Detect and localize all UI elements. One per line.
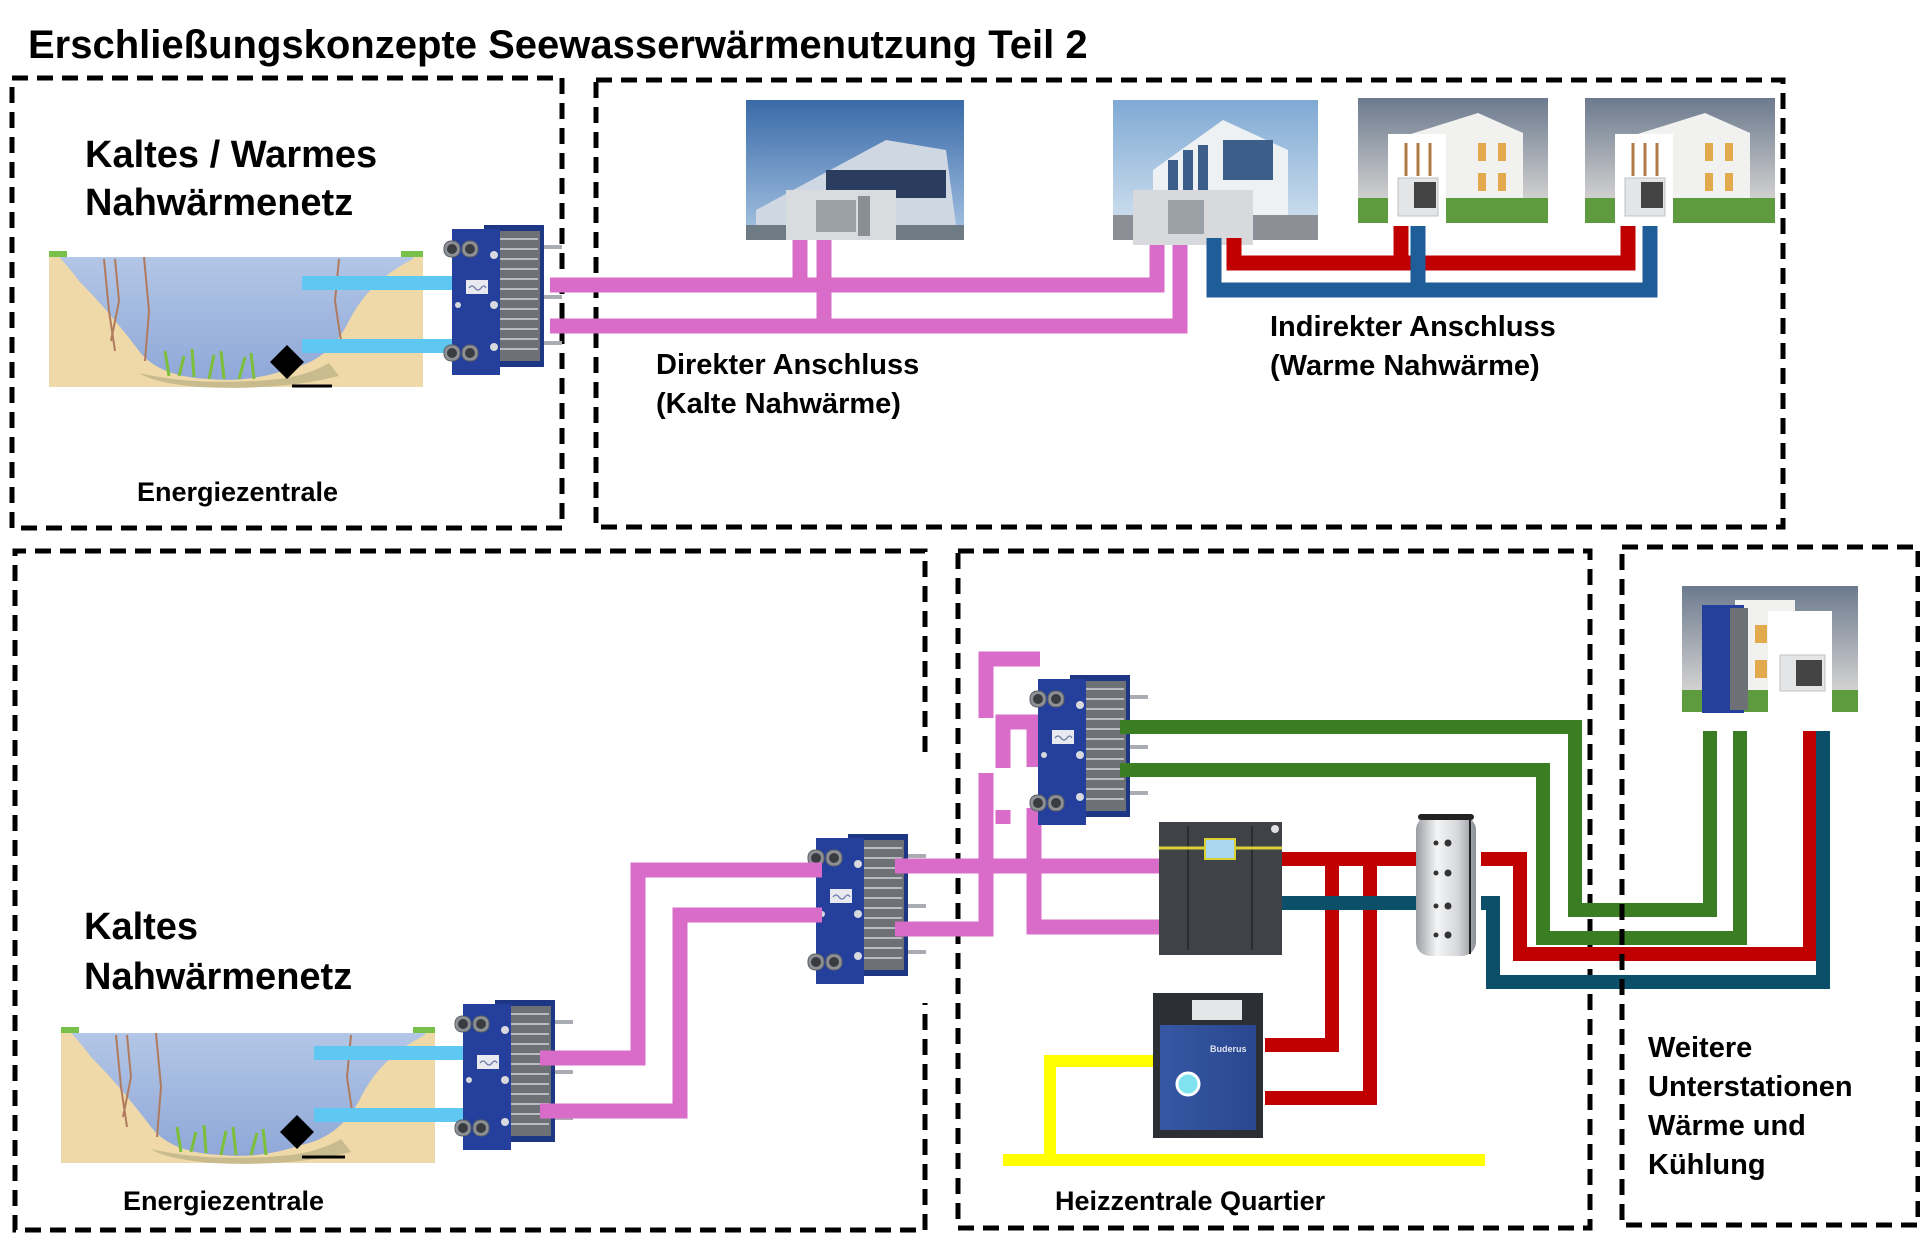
heading-nahwaermenetz: Nahwärmenetz [84,956,352,998]
lake-intake-pipe [302,276,454,290]
cold-network-pipes [895,651,1160,937]
panel-bottom-left-energiezentrale: Kaltes Nahwärmenetz Energiezentrale [12,548,928,1233]
label-indirect-connection-sub: (Warme Nahwärme) [1270,350,1540,382]
heat-pump-unit-icon [1159,822,1282,955]
pipe-warm-supply [1226,226,1636,271]
dashed-frame [593,77,1786,530]
pipe-cooling-return [1120,731,1747,945]
panel-heizzentrale-quartier: Buderus Heizzentrale Quartier [895,548,1830,1231]
panel-top-right-connections: Direkter Anschluss (Kalte Nahwärme) Indi… [550,77,1786,530]
heat-exchanger-icon [1028,673,1150,827]
pipe-warm-return [1206,226,1658,298]
boiler-brand-label: Buderus [1210,1044,1247,1054]
lake-cross-section-icon [47,249,425,390]
substation-building-icon [1682,586,1858,713]
cold-network-pipes [550,238,1188,334]
caption-energiezentrale: Energiezentrale [137,477,338,507]
label-kuehlung: Kühlung [1648,1149,1766,1181]
buffer-tank-icon [1416,814,1476,956]
pipe-cold-return [540,907,822,1119]
building-house-2 [1583,96,1777,234]
pipe-cold-supply [540,862,822,1066]
panel-further-substations: Weitere Unterstationen Wärme und Kühlung [1619,544,1920,1228]
heating-return-pipes [1282,731,1830,989]
panel-top-left-energiezentrale: Kaltes / Warmes Nahwärmenetz Energiezent… [9,75,565,531]
lake-intake-pipe [314,1046,466,1060]
label-direct-connection: Direkter Anschluss [656,349,919,381]
dashed-frame [9,75,565,531]
label-direct-connection-sub: (Kalte Nahwärme) [656,388,901,420]
pump-icon [270,345,304,379]
heat-exchanger-icon-2 [806,832,928,986]
lake-return-pipe [314,1108,466,1122]
dashed-frame [12,548,928,1233]
pipe-cold-return [550,238,1188,334]
lake-return-pipe [302,339,454,353]
pump-icon [280,1115,314,1149]
label-waerme-und: Wärme und [1648,1110,1806,1142]
pipe-cooling-supply [1120,720,1717,917]
heading-kaltes-warmes: Kaltes / Warmes [85,134,377,176]
gas-boiler-icon: Buderus [1153,993,1263,1138]
dashed-frame [955,548,1593,1231]
pipe-cold-supply [550,238,1165,293]
cooling-pipes [1120,720,1747,945]
building-house-1 [1356,96,1550,234]
caption-energiezentrale: Energiezentrale [123,1186,324,1216]
page-title: Erschließungskonzepte Seewasserwärmenutz… [28,23,1088,67]
gas-pipe [1044,1055,1153,1160]
cold-network-pipes [540,862,822,1119]
heat-exchanger-icon [442,223,564,377]
heat-exchanger-icon [453,998,575,1152]
caption-heizzentrale: Heizzentrale Quartier [1055,1186,1326,1216]
heading-kaltes: Kaltes [84,906,198,948]
label-weitere: Weitere [1648,1032,1752,1064]
building-office-1 [746,100,964,240]
heading-nahwaermenetz: Nahwärmenetz [85,182,353,224]
building-office-2 [1113,100,1318,245]
dashed-frame [1619,544,1920,1228]
heating-supply-pipes [1265,731,1817,1105]
label-unterstationen: Unterstationen [1648,1071,1853,1103]
label-indirect-connection: Indirekter Anschluss [1270,311,1556,343]
